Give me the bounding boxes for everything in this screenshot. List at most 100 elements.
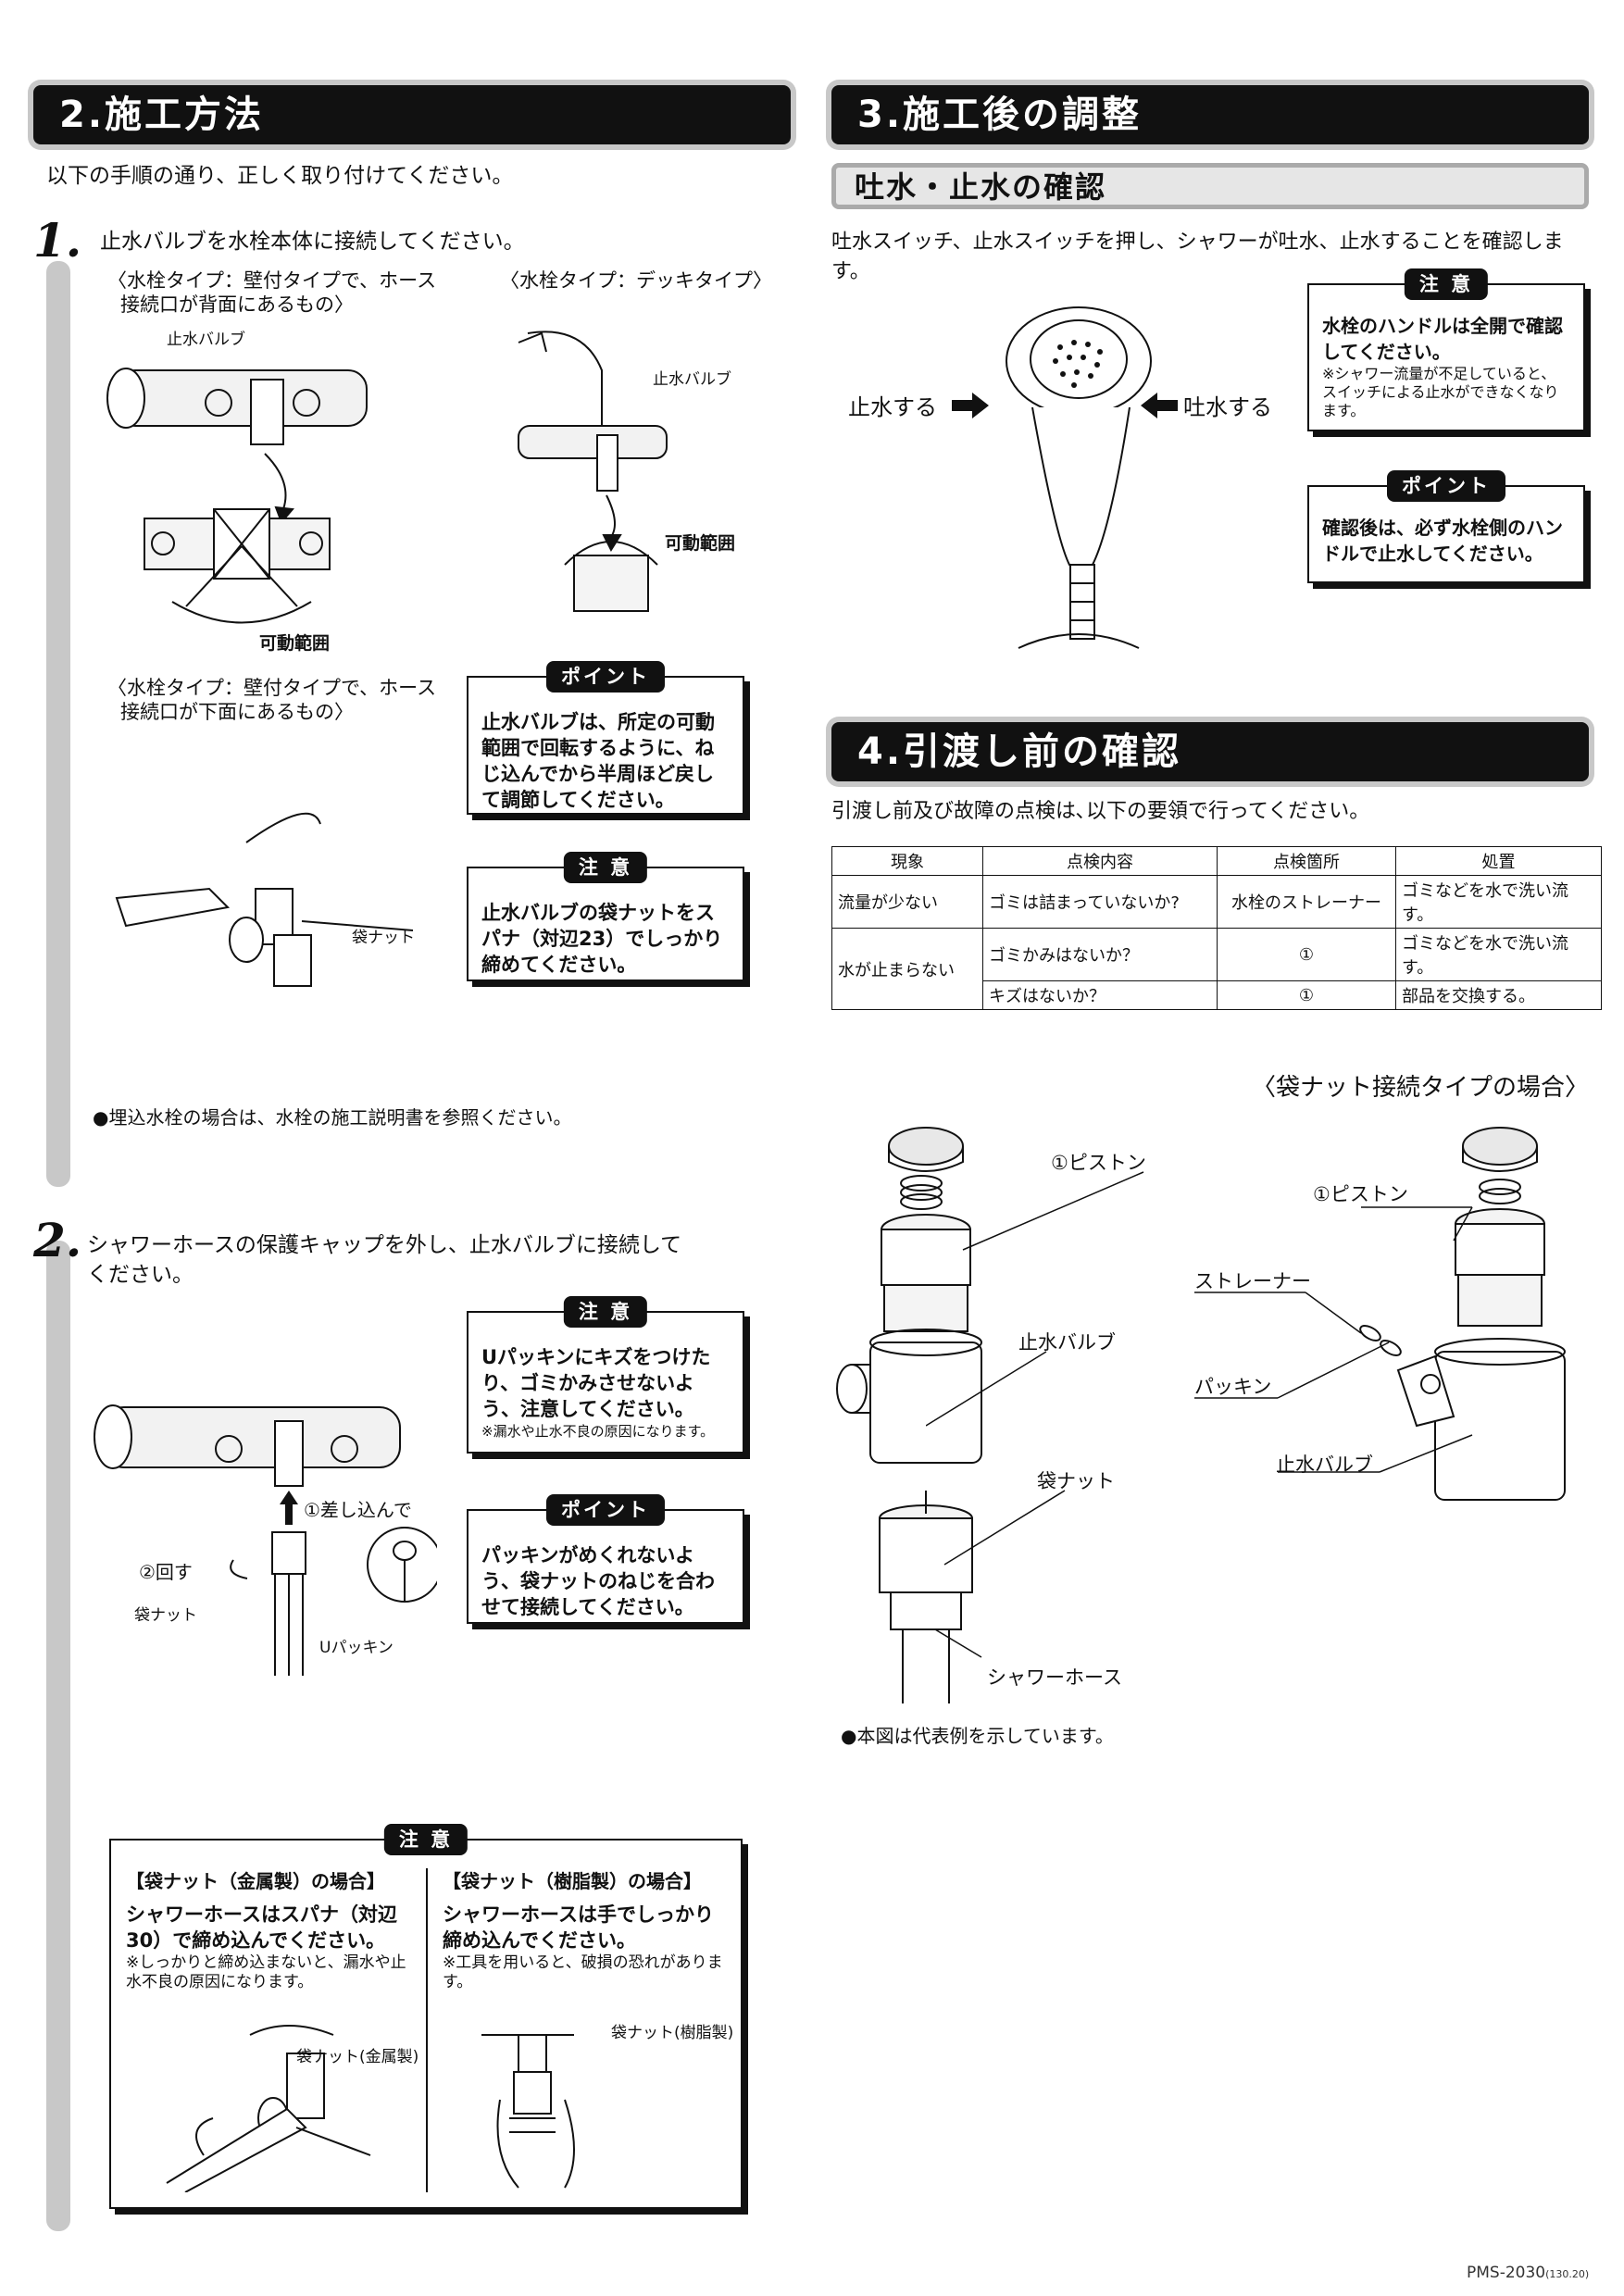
- section3-caution-note: ※シャワー流量が不足していると、スイッチによる止水ができなくなります。: [1322, 365, 1559, 419]
- label-range-a: 可動範囲: [259, 633, 331, 654]
- step1-point-text: 止水バルブは、所定の可動範囲で回転するように、ねじ込んでから半周ほど戻して調節し…: [481, 711, 715, 811]
- left-nut-label: 袋ナット: [1037, 1470, 1115, 1492]
- table-cell: ①: [1217, 928, 1396, 981]
- left-piston-label: ①ピストン: [1051, 1152, 1146, 1174]
- nut-material-caution-box: 注 意 【袋ナット（金属製）の場合】 シャワーホースはスパナ（対辺30）で締め込…: [109, 1824, 743, 2209]
- right-packing-label: パッキン: [1194, 1376, 1272, 1398]
- section-2-title: 2.施工方法: [33, 85, 791, 144]
- resin-nut-text: シャワーホースは手でしっかり締め込んでください。: [443, 1903, 714, 1952]
- exploded-view-right-illustration: [1359, 1127, 1566, 1501]
- section-2-intro: 以下の手順の通り、正しく取り付けてください。: [46, 164, 514, 188]
- metal-nut-text: シャワーホースはスパナ（対辺30）で締め込んでください。: [126, 1903, 397, 1952]
- label-u-packing: Uパッキン: [319, 1639, 394, 1657]
- table-cell: 流量が少ない: [831, 875, 983, 929]
- right-piston-label: ①ピストン: [1313, 1183, 1408, 1205]
- wall-faucet-back-illustration: [106, 368, 368, 624]
- table-row: 流量が少ない ゴミは詰まっていないか? 水栓のストレーナー ゴミなどを水で洗い流…: [831, 875, 1602, 929]
- table-cell: ゴミは詰まっていないか?: [982, 875, 1218, 929]
- point-tag: ポイント: [546, 661, 665, 693]
- resin-nut-note: ※工具を用いると、破損の恐れがあります。: [443, 1953, 723, 1991]
- metal-nut-title: 【袋ナット（金属製）の場合】: [126, 1870, 385, 1892]
- caution-tag: 注 意: [563, 1296, 648, 1328]
- label-insert: ①差し込んで: [304, 1499, 412, 1521]
- type-b-caption: 〈水栓タイプ：デッキタイプ〉: [500, 269, 772, 292]
- step-2-text-2: ください。: [87, 1263, 194, 1287]
- resin-nut-label: 袋ナット(樹脂製): [611, 2024, 734, 2042]
- hose-connection-illustration: [94, 1404, 437, 1676]
- section-3-text: 吐水スイッチ、止水スイッチを押し、シャワーが吐水、止水することを確認します。: [831, 231, 1564, 283]
- resin-nut-title: 【袋ナット（樹脂製）の場合】: [443, 1870, 702, 1892]
- table-row: キズはないか？ ① 部品を交換する。: [832, 980, 1602, 1010]
- type-c-caption-2: 接続口が下面にあるもの〉: [120, 701, 354, 723]
- table-header: 点検内容: [982, 846, 1218, 876]
- step1-caution-box: 注 意 止水バルブの袋ナットをスパナ（対辺23）でしっかり締めてください。: [467, 852, 744, 981]
- step2-point-text: パッキンがめくれないよう、袋ナットのねじを合わせて接続してください。: [481, 1544, 715, 1618]
- step1-footnote: ●埋込水栓の場合は、水栓の施工説明書を参照ください。: [93, 1106, 572, 1129]
- resin-nut-column: 【袋ナット（樹脂製）の場合】 シャワーホースは手でしっかり締め込んでください。 …: [443, 1868, 730, 1992]
- table-header: 処置: [1395, 846, 1602, 876]
- metal-nut-note: ※しっかりと締め込まないと、漏水や止水不良の原因になります。: [126, 1953, 406, 1991]
- label-valve-a: 止水バルブ: [167, 331, 245, 349]
- step2-caution-text: Uパッキンにキズをつけたり、ゴミかみさせないよう、注意してください。: [481, 1346, 711, 1420]
- left-arrow-icon: [1141, 393, 1178, 418]
- type-a-caption-1: 〈水栓タイプ：壁付タイプで、ホース: [107, 269, 437, 292]
- point-tag: ポイント: [546, 1494, 665, 1526]
- shower-head-illustration: [1006, 306, 1152, 649]
- caution-tag: 注 意: [1404, 268, 1489, 300]
- section3-caution-box: 注 意 水栓のハンドルは全開で確認してください。 ※シャワー流量が不足していると…: [1307, 268, 1585, 431]
- resin-nut-hand-illustration: [481, 2034, 575, 2189]
- left-valve-label: 止水バルブ: [1018, 1331, 1116, 1354]
- right-leader-lines: [1194, 1206, 1473, 1473]
- exploded-view-left-illustration: [836, 1127, 982, 1703]
- step-1-bar: [46, 261, 70, 1187]
- table-cell: 水が止まらない: [831, 928, 983, 1010]
- metal-nut-column: 【袋ナット（金属製）の場合】 シャワーホースはスパナ（対辺30）で締め込んでくだ…: [126, 1868, 413, 1992]
- footer-code-main: PMS-2030: [1467, 2264, 1546, 2282]
- step2-point-box: ポイント パッキンがめくれないよう、袋ナットのねじを合わせて接続してください。: [467, 1494, 744, 1624]
- left-leader-lines: [926, 1171, 1144, 1658]
- diagram-title: 〈袋ナット接続タイプの場合〉: [1252, 1074, 1590, 1102]
- label-turn: ②回す: [139, 1561, 193, 1583]
- step-1-text: 止水バルブを水栓本体に接続してください。: [100, 230, 525, 254]
- step-2-number: 2.: [33, 1213, 82, 1267]
- right-arrow-icon: [952, 393, 989, 418]
- metal-nut-label: 袋ナット(金属製): [296, 2048, 419, 2066]
- step2-caution-box: 注 意 Uパッキンにキズをつけたり、ゴミかみさせないよう、注意してください。 ※…: [467, 1296, 744, 1454]
- table-header-row: 現象 点検内容 点検箇所 処置: [831, 846, 1602, 876]
- table-header: 現象: [831, 846, 983, 876]
- step1-point-box: ポイント 止水バルブは、所定の可動範囲で回転するように、ねじ込んでから半周ほど戻…: [467, 661, 744, 815]
- type-c-caption-1: 〈水栓タイプ：壁付タイプで、ホース: [107, 677, 437, 699]
- section3-point-text: 確認後は、必ず水栓側のハンドルで止水してください。: [1322, 517, 1563, 565]
- label-nut-step2: 袋ナット: [134, 1606, 197, 1625]
- table-cell: ①: [1217, 980, 1396, 1010]
- diagram-note: ●本図は代表例を示しています。: [841, 1725, 1114, 1747]
- table-cell: ゴミなどを水で洗い流す。: [1395, 928, 1602, 981]
- inspection-table: 現象 点検内容 点検箇所 処置 流量が少ない ゴミは詰まっていないか? 水栓のス…: [831, 846, 1602, 1010]
- label-range-b: 可動範囲: [665, 533, 736, 554]
- table-cell: ゴミなどを水で洗い流す。: [1395, 875, 1602, 929]
- table-cell: 部品を交換する。: [1395, 980, 1602, 1010]
- table-header: 点検箇所: [1217, 846, 1396, 876]
- label-nut-step1: 袋ナット: [352, 929, 415, 947]
- point-tag: ポイント: [1387, 470, 1505, 502]
- section-4-title: 4.引渡し前の確認: [831, 722, 1589, 781]
- table-cell: キズはないか？: [982, 980, 1218, 1010]
- label-spout-water: 吐水する: [1183, 394, 1272, 420]
- section-3-title: 3.施工後の調整: [831, 85, 1589, 144]
- table-cell: ゴミかみはないか？: [982, 928, 1218, 981]
- section-4-text: 引渡し前及び故障の点検は､以下の要領で行ってください。: [831, 800, 1370, 823]
- label-valve-b: 止水バルブ: [653, 370, 731, 389]
- metal-nut-wrench-illustration: [166, 2025, 371, 2192]
- left-hose-label: シャワーホース: [987, 1666, 1122, 1689]
- footer-code: PMS-2030(130.20): [1467, 2259, 1589, 2289]
- step-2-text-1: シャワーホースの保護キャップを外し、止水バルブに接続して: [87, 1233, 682, 1257]
- section3-caution-text: 水栓のハンドルは全開で確認してください。: [1322, 315, 1563, 363]
- step-2-bar: [46, 1241, 70, 2231]
- step-1-number: 1.: [33, 213, 82, 268]
- type-a-caption-2: 接続口が背面にあるもの〉: [120, 293, 354, 316]
- wrench-tightening-illustration: [115, 812, 414, 987]
- deck-faucet-illustration: [518, 331, 668, 612]
- step2-caution-note: ※漏水や止水不良の原因になります。: [481, 1423, 715, 1440]
- label-stop-water: 止水する: [848, 394, 937, 420]
- caution-tag: 注 意: [383, 1824, 468, 1855]
